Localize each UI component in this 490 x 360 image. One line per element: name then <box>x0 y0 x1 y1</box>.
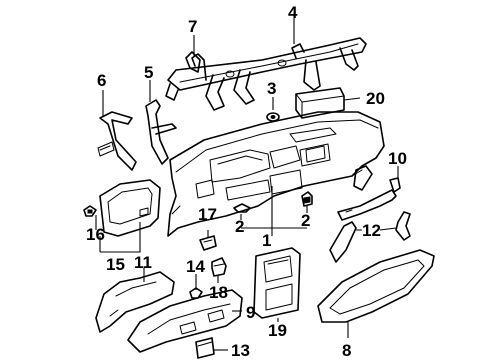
callouts: 1 2 2 3 4 5 6 7 8 9 10 11 12 13 14 15 16… <box>86 3 407 360</box>
part-lower-panel <box>127 289 243 353</box>
callout-16: 16 <box>86 225 105 244</box>
part-center-bezel <box>253 247 301 319</box>
part-clip-2-right <box>301 191 313 207</box>
callout-13: 13 <box>231 341 250 360</box>
callout-14: 14 <box>186 257 205 276</box>
part-cluster-panel <box>99 179 161 237</box>
callout-5: 5 <box>144 63 153 82</box>
part-clip-18 <box>211 257 227 277</box>
callout-11: 11 <box>134 253 152 272</box>
callout-7: 7 <box>188 17 197 36</box>
part-support-brace <box>145 99 177 165</box>
callout-10: 10 <box>388 149 407 168</box>
callout-4: 4 <box>288 3 298 22</box>
part-glove-box <box>317 249 435 323</box>
callout-15: 15 <box>106 255 125 274</box>
part-side-brackets <box>329 211 411 263</box>
callout-6: 6 <box>97 71 106 90</box>
part-clip-16 <box>83 205 97 217</box>
part-instrument-panel <box>167 111 385 237</box>
part-reinforcement-beam <box>165 37 367 111</box>
callout-1: 1 <box>262 231 271 250</box>
callout-8: 8 <box>342 341 351 360</box>
callout-18: 18 <box>209 283 228 302</box>
part-clip-3 <box>266 112 280 122</box>
callout-2-right: 2 <box>301 211 310 230</box>
part-right-bracket <box>337 177 401 221</box>
callout-9: 9 <box>246 303 255 322</box>
callout-3: 3 <box>267 79 276 98</box>
part-clip-2-left <box>233 203 251 213</box>
leader-lines <box>95 14 399 351</box>
callout-12: 12 <box>362 221 381 240</box>
callout-17: 17 <box>198 205 217 224</box>
callout-19: 19 <box>268 321 287 340</box>
part-lower-left-cover <box>95 271 175 333</box>
part-module-17 <box>199 235 217 251</box>
callout-20: 20 <box>366 89 385 108</box>
part-left-bracket <box>97 111 137 171</box>
part-beam-bracket <box>185 51 201 73</box>
callout-2-left: 2 <box>235 217 244 236</box>
part-box-13 <box>195 337 215 359</box>
part-clip-14 <box>189 287 203 299</box>
part-airbag-module <box>295 87 345 119</box>
